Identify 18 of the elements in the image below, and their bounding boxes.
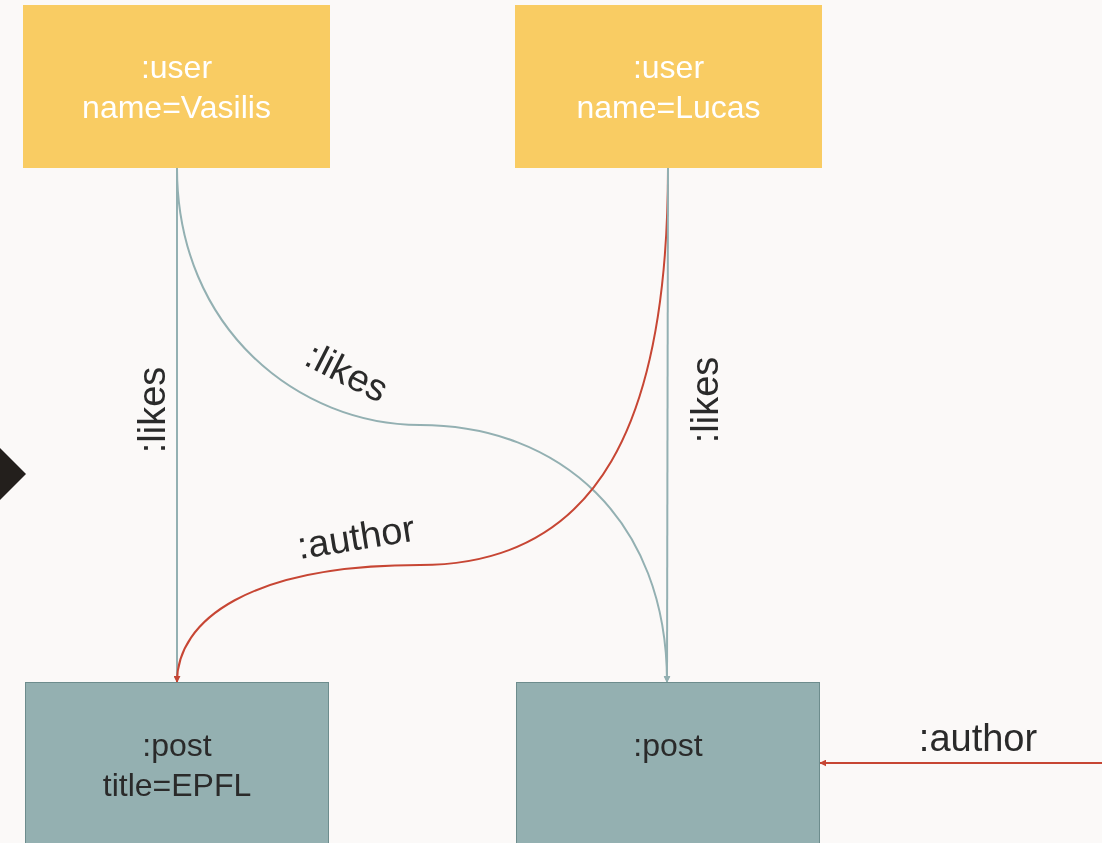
node-text: name=Vasilis [82, 87, 271, 127]
edge-label: :likes [686, 356, 724, 444]
node-text: title=EPFL [102, 766, 252, 805]
arrow [819, 759, 1102, 767]
node-text: :user [140, 47, 213, 87]
post-node [516, 682, 820, 843]
post-node [25, 682, 329, 843]
node-text: :post [633, 726, 703, 765]
edge-label: :likes [299, 335, 395, 409]
node-text: name=Lucas [576, 87, 761, 127]
edge-label: :likes [133, 366, 171, 454]
edge-label: :author [294, 509, 418, 565]
arrow [663, 167, 671, 683]
node-text: :post [142, 726, 212, 765]
edge-label: :author [918, 719, 1038, 757]
node-text: :user [632, 47, 705, 87]
user-node [23, 5, 330, 168]
user-node [515, 5, 822, 168]
